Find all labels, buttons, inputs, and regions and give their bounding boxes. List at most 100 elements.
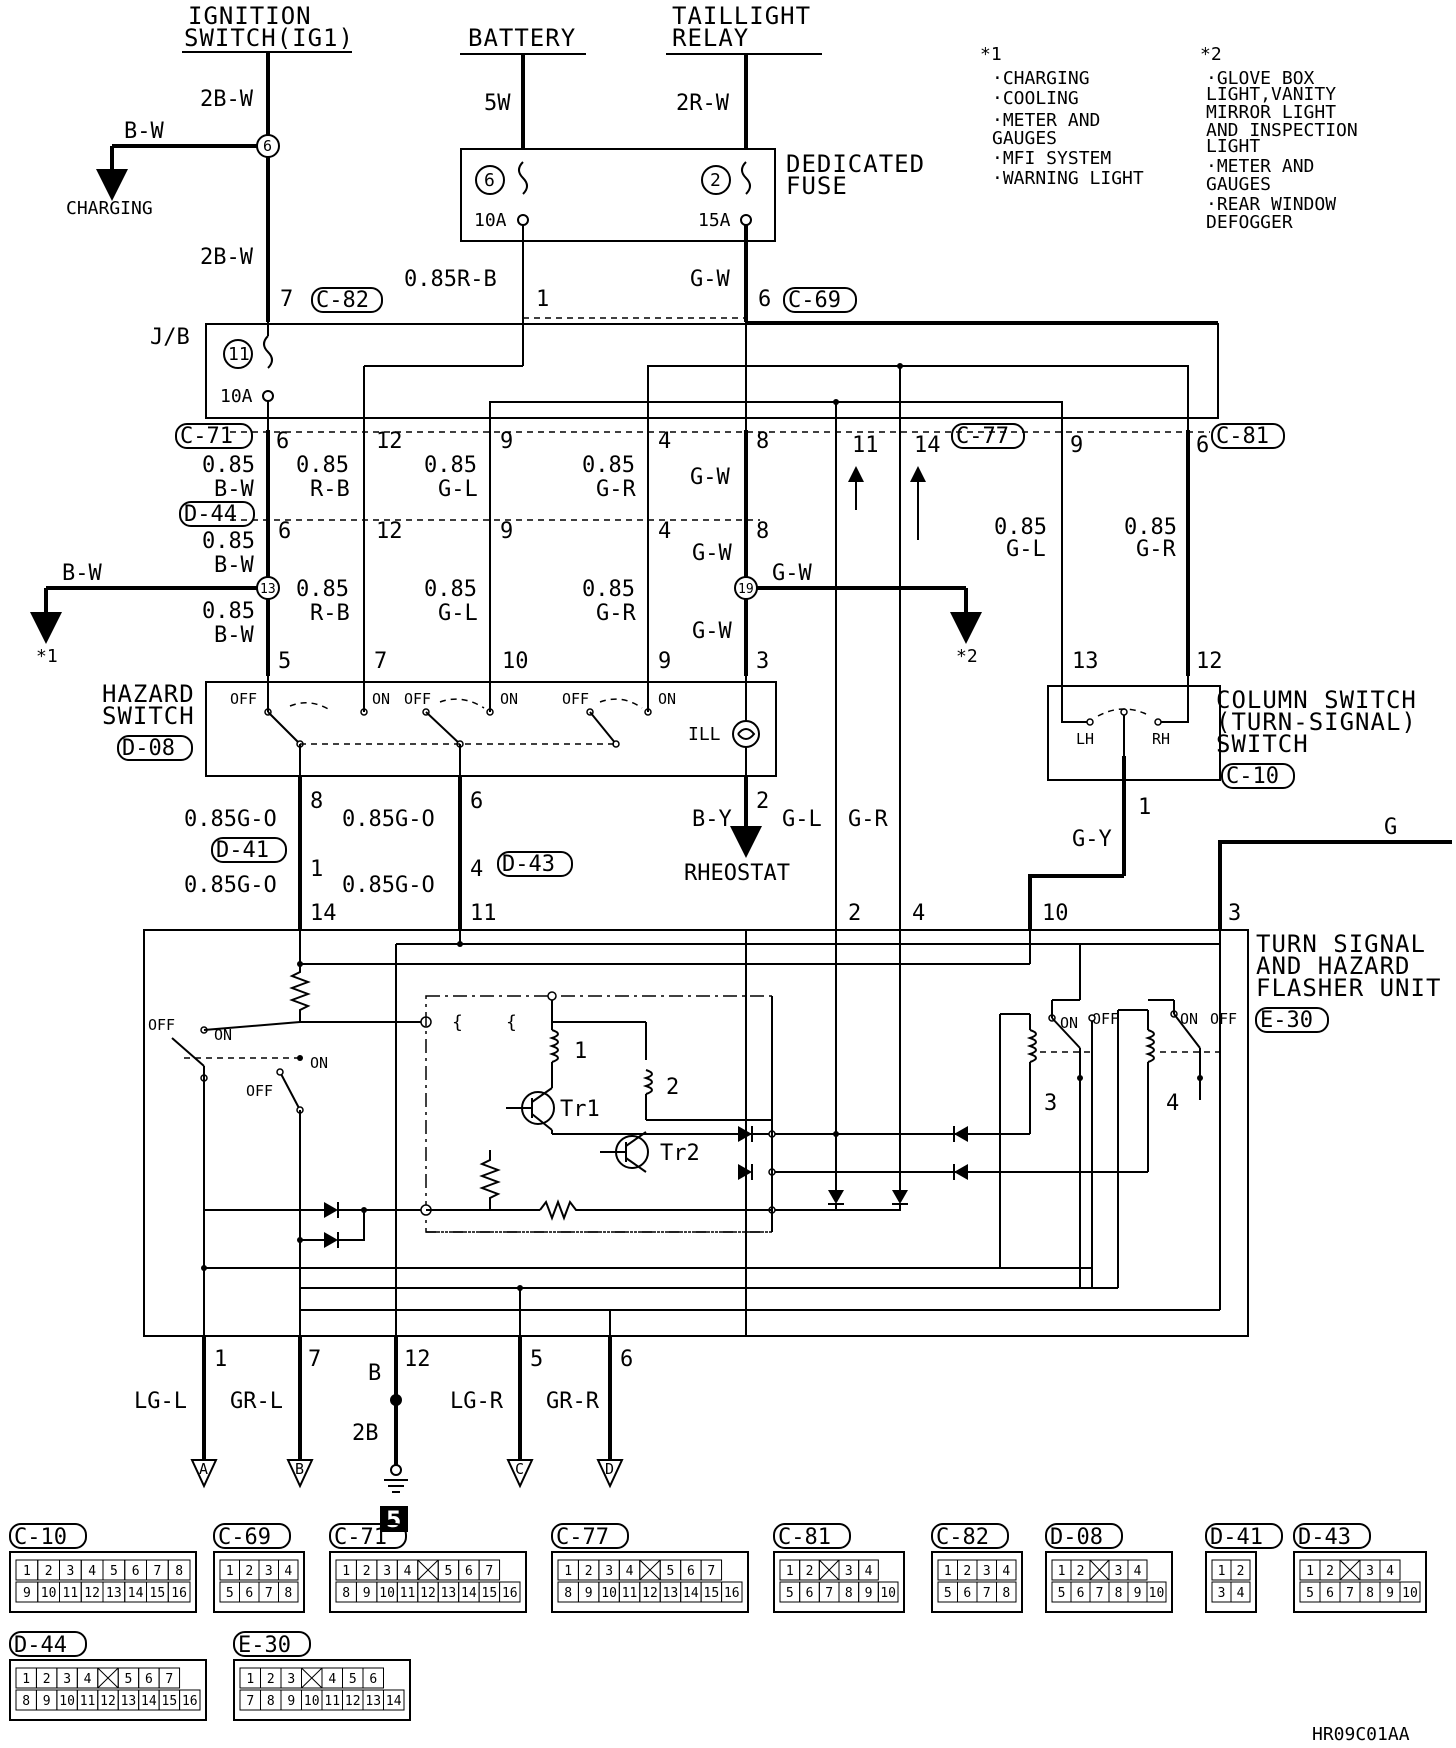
svg-text:B-Y: B-Y bbox=[692, 807, 732, 832]
svg-text:ON: ON bbox=[310, 1054, 328, 1072]
legend-pin-number: 5 bbox=[1306, 1586, 1314, 1601]
svg-text:MIRROR LIGHT: MIRROR LIGHT bbox=[1206, 102, 1336, 123]
diagram-code: HR09C01AA bbox=[1312, 1724, 1410, 1745]
svg-text:IGNITION: IGNITION bbox=[188, 2, 312, 30]
svg-text:6: 6 bbox=[758, 287, 771, 312]
svg-text:B-W: B-W bbox=[214, 623, 254, 648]
legend-connector-frame bbox=[773, 1523, 851, 1549]
svg-text:Tr2: Tr2 bbox=[660, 1141, 700, 1166]
legend-pin-number: 4 bbox=[1134, 1564, 1142, 1579]
legend-blank-pin bbox=[1089, 1559, 1110, 1581]
svg-text:RELAY: RELAY bbox=[672, 24, 749, 52]
legend-connector-frame bbox=[233, 1631, 311, 1657]
ignition-switch-label: IGNITION SWITCH(IG1) bbox=[182, 2, 354, 53]
legend-pin-number: 16 bbox=[171, 1586, 187, 1601]
svg-text:10: 10 bbox=[1042, 901, 1069, 926]
svg-text:11: 11 bbox=[228, 344, 250, 365]
junction-block: J/B 11 10A bbox=[150, 321, 1219, 430]
svg-text:G-R: G-R bbox=[1136, 537, 1176, 562]
legend-pin-number: 8 bbox=[564, 1586, 572, 1601]
conn-labels-top: C-82 C-69 bbox=[311, 287, 857, 313]
legend-pin-number: 9 bbox=[287, 1694, 295, 1709]
svg-text:G-R: G-R bbox=[596, 601, 636, 626]
svg-text:0.85G-O: 0.85G-O bbox=[184, 873, 277, 898]
legend-pin-cell bbox=[1230, 1581, 1251, 1603]
svg-text:ON: ON bbox=[500, 690, 518, 708]
svg-text:D-41: D-41 bbox=[216, 838, 269, 863]
legend-connector-frame bbox=[9, 1523, 87, 1549]
svg-text:GAUGES: GAUGES bbox=[1206, 174, 1271, 195]
legend-pin-number: 12 bbox=[100, 1694, 116, 1709]
svg-text:9: 9 bbox=[500, 519, 513, 544]
svg-text:D-08: D-08 bbox=[122, 736, 175, 761]
battery-feed: 5W 2R-W bbox=[484, 54, 748, 150]
svg-text:15A: 15A bbox=[698, 210, 731, 231]
legend-pin-number: 10 bbox=[379, 1586, 395, 1601]
legend-pin-number: 1 bbox=[1306, 1564, 1314, 1579]
legend-connector-name: D-44 bbox=[14, 1633, 67, 1658]
svg-text:G-R: G-R bbox=[848, 807, 888, 832]
svg-text:G-L: G-L bbox=[438, 601, 478, 626]
legend-pin-cell bbox=[877, 1581, 899, 1603]
legend-connector-body bbox=[9, 1551, 197, 1613]
legend-connector-frame bbox=[213, 1523, 291, 1549]
svg-text:0.85G-O: 0.85G-O bbox=[342, 807, 435, 832]
legend-connector-body bbox=[329, 1551, 527, 1613]
legend-pin-number: 2 bbox=[963, 1564, 971, 1579]
legend-pin-cell bbox=[383, 1689, 405, 1711]
legend-blank-pin bbox=[417, 1559, 439, 1581]
legend-pin-number: 8 bbox=[22, 1694, 30, 1709]
legend-connector-name: C-82 bbox=[936, 1525, 989, 1550]
svg-text:6: 6 bbox=[484, 170, 495, 191]
note-1: *1 ·CHARGING ·COOLING ·METER AND GAUGES … bbox=[980, 44, 1144, 189]
svg-text:B: B bbox=[295, 1460, 304, 1478]
legend-pin-number: 13 bbox=[441, 1586, 457, 1601]
legend-pin-number: 10 bbox=[59, 1694, 75, 1709]
svg-text:6: 6 bbox=[276, 429, 289, 454]
legend-connector-name: D-08 bbox=[1050, 1525, 1103, 1550]
legend-pin-number: 1 bbox=[226, 1564, 234, 1579]
legend-pin-number: 12 bbox=[420, 1586, 436, 1601]
terminal-a: A bbox=[190, 1459, 218, 1489]
legend-blank-pin bbox=[818, 1559, 840, 1581]
svg-text:2: 2 bbox=[666, 1075, 679, 1100]
svg-text:D-43: D-43 bbox=[502, 852, 555, 877]
legend-pin-number: 1 bbox=[944, 1564, 952, 1579]
svg-text:TURN SIGNAL: TURN SIGNAL bbox=[1256, 930, 1426, 958]
legend-pin-number: 5 bbox=[786, 1586, 794, 1601]
legend-pin-number: 3 bbox=[1115, 1564, 1123, 1579]
svg-text:ON: ON bbox=[658, 690, 676, 708]
svg-text:1: 1 bbox=[574, 1039, 587, 1064]
svg-text:G-W: G-W bbox=[772, 561, 812, 586]
legend-pin-number: 9 bbox=[585, 1586, 593, 1601]
legend-pin-number: 3 bbox=[287, 1672, 295, 1687]
legend-pin-number: 3 bbox=[1366, 1564, 1374, 1579]
legend-pin-number: 12 bbox=[84, 1586, 100, 1601]
svg-text:·MFI SYSTEM: ·MFI SYSTEM bbox=[992, 148, 1111, 169]
svg-text:DEFOGGER: DEFOGGER bbox=[1206, 212, 1293, 233]
svg-text:5: 5 bbox=[530, 1347, 543, 1372]
legend-pin-number: 10 bbox=[601, 1586, 617, 1601]
legend-connector-frame bbox=[1045, 1523, 1123, 1549]
legend-pin-cell bbox=[858, 1559, 879, 1581]
legend-pin-number: 1 bbox=[564, 1564, 572, 1579]
legend-pin-number: 6 bbox=[132, 1564, 140, 1579]
legend-pin-number: 4 bbox=[284, 1564, 292, 1579]
legend-pin-cell bbox=[1127, 1559, 1148, 1581]
legend-pin-number: 6 bbox=[465, 1564, 473, 1579]
svg-text:GR-R: GR-R bbox=[546, 1389, 600, 1414]
svg-text:SWITCH(IG1): SWITCH(IG1) bbox=[184, 24, 354, 52]
legend-pin-cell bbox=[1230, 1559, 1251, 1581]
legend-pin-number: 14 bbox=[386, 1694, 402, 1709]
legend-pin-number: 14 bbox=[683, 1586, 699, 1601]
legend-connector-body bbox=[773, 1551, 905, 1613]
svg-text:2B-W: 2B-W bbox=[200, 87, 254, 112]
svg-text:C-69: C-69 bbox=[788, 288, 841, 313]
legend-pin-cell bbox=[700, 1559, 723, 1581]
legend-pin-number: 1 bbox=[1058, 1564, 1066, 1579]
svg-text:6: 6 bbox=[470, 789, 483, 814]
svg-text:COLUMN SWITCH: COLUMN SWITCH bbox=[1216, 686, 1417, 714]
legend-pin-number: 6 bbox=[369, 1672, 377, 1687]
legend-pin-number: 11 bbox=[80, 1694, 96, 1709]
